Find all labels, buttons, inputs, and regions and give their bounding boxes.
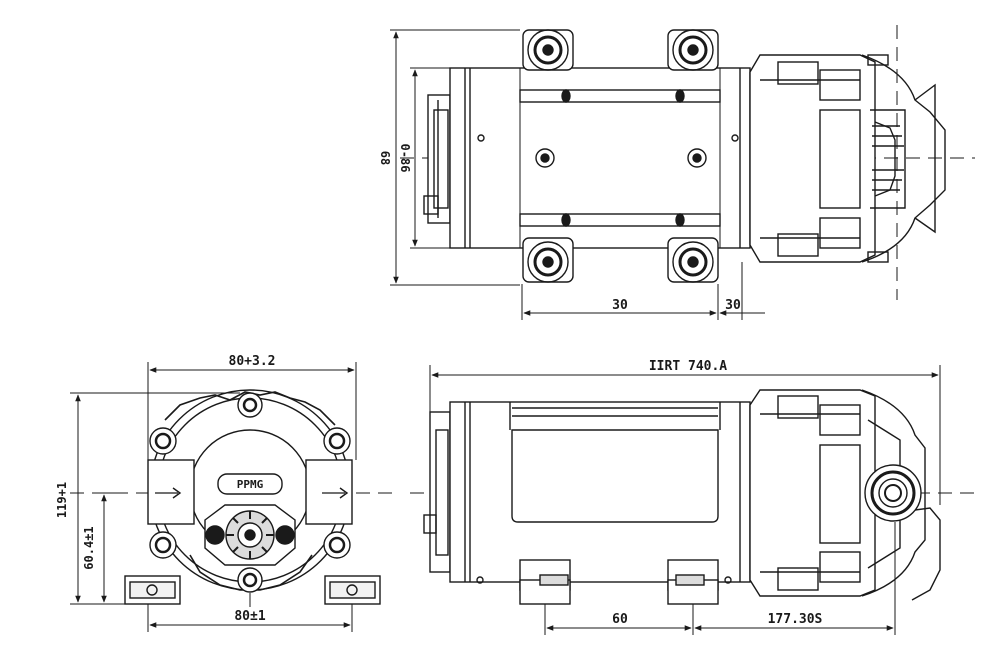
side-motor-body (449, 401, 751, 584)
top-view (390, 25, 975, 320)
top-dim-mount-spacing: 30 (612, 298, 628, 313)
top-dim-height-inner: 0-86 (398, 144, 412, 173)
side-dim-right-length: 177.30S (768, 612, 823, 627)
top-mount-bolts (522, 29, 719, 283)
front-view (70, 362, 400, 632)
side-dimensions (429, 365, 941, 635)
top-motor-endcap (423, 94, 451, 224)
front-bolts (149, 392, 351, 593)
side-outlet-port (864, 464, 922, 522)
side-dim-mount-spacing: 60 (612, 612, 628, 627)
side-motor-endcap (423, 411, 451, 573)
front-dimensions (70, 362, 357, 632)
front-brackets (147, 459, 353, 525)
top-dim-right-offset: 30 (725, 298, 741, 313)
front-label-plate (217, 473, 283, 495)
top-pump-head (749, 54, 946, 263)
top-dimensions (390, 29, 765, 320)
front-dim-height-outer: 119+1 (55, 482, 69, 518)
side-mount-feet (519, 559, 719, 605)
side-view (410, 365, 980, 635)
front-valve-cluster (204, 504, 296, 566)
front-label: PPMG (237, 478, 264, 491)
front-dim-height-inner: 60.4±1 (82, 526, 96, 569)
top-motor-body (449, 67, 751, 249)
front-feet (124, 575, 381, 605)
side-dim-overall-length: IIRT 740.A (649, 359, 727, 374)
front-dim-width-top: 80+3.2 (229, 354, 276, 369)
side-pump-head (749, 389, 941, 601)
top-dim-height-outer: 68 (378, 151, 392, 165)
front-dim-width-bottom: 80±1 (234, 609, 265, 624)
